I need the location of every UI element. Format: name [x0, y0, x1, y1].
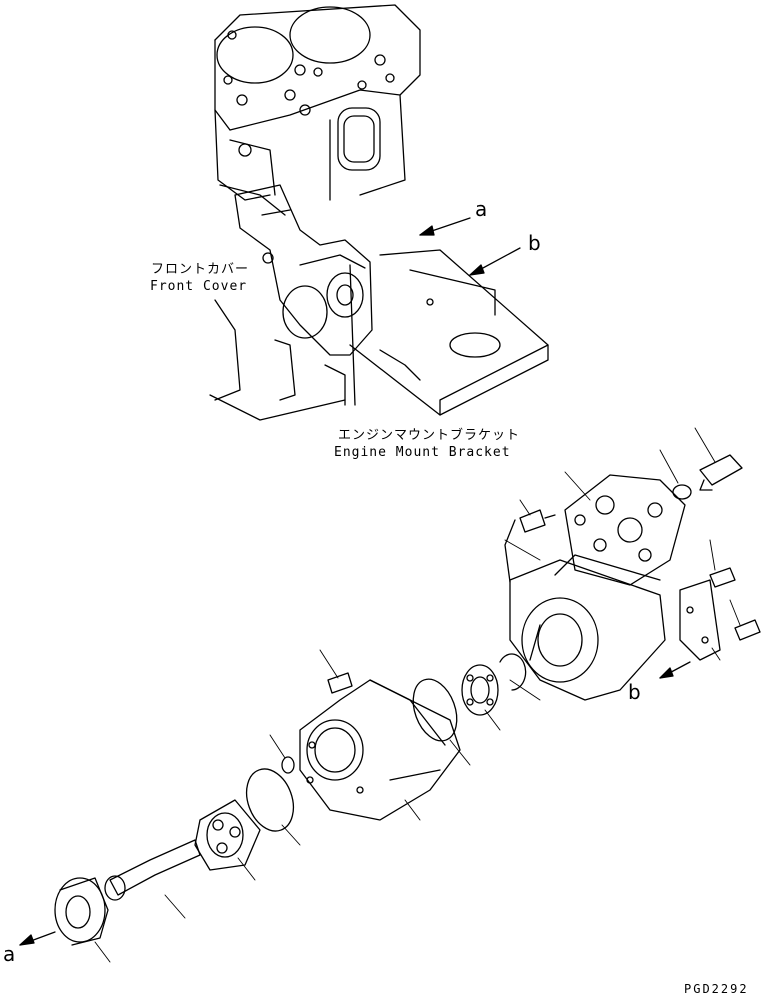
small-o-ring	[281, 756, 295, 774]
washer	[672, 484, 692, 500]
front-cover	[214, 184, 373, 401]
engine-mount-label-en: Engine Mount Bracket	[334, 445, 511, 460]
engine-block	[214, 4, 421, 216]
front-cover-label-en: Front Cover	[150, 279, 248, 294]
front-cover-label-jp: フロントカバー	[151, 262, 250, 277]
leader-lines	[94, 427, 741, 963]
reference-arrow-b-bottom	[659, 661, 691, 679]
engine-mount-bracket	[209, 249, 549, 421]
o-ring-lower	[245, 768, 295, 832]
drawing-code: PGD2292	[684, 982, 749, 996]
drive-shaft	[104, 839, 201, 901]
coupling	[194, 799, 261, 871]
ref-b-bottom: b	[628, 680, 641, 704]
snap-ring	[499, 653, 527, 691]
air-compressor	[504, 474, 686, 701]
ref-a-bottom: a	[3, 942, 16, 966]
engine-mount-label-jp: エンジンマウントブラケット	[338, 428, 521, 443]
reference-arrow-b-top	[469, 247, 521, 276]
housing-bolt	[327, 672, 353, 694]
bolt-right-2	[734, 619, 761, 641]
drive-gear	[54, 877, 109, 946]
bolt-upper-left	[519, 509, 556, 533]
gear-housing	[299, 679, 461, 821]
reference-arrow-a-bottom	[19, 931, 56, 946]
ref-b-top: b	[528, 231, 541, 255]
bearing	[461, 664, 499, 716]
o-ring-upper	[412, 678, 458, 742]
ref-a-top: a	[475, 197, 488, 221]
connector-fitting	[699, 454, 743, 491]
reference-arrow-a-top	[419, 217, 471, 236]
bolt-right-1	[709, 567, 736, 588]
bracket-plate	[679, 579, 721, 661]
